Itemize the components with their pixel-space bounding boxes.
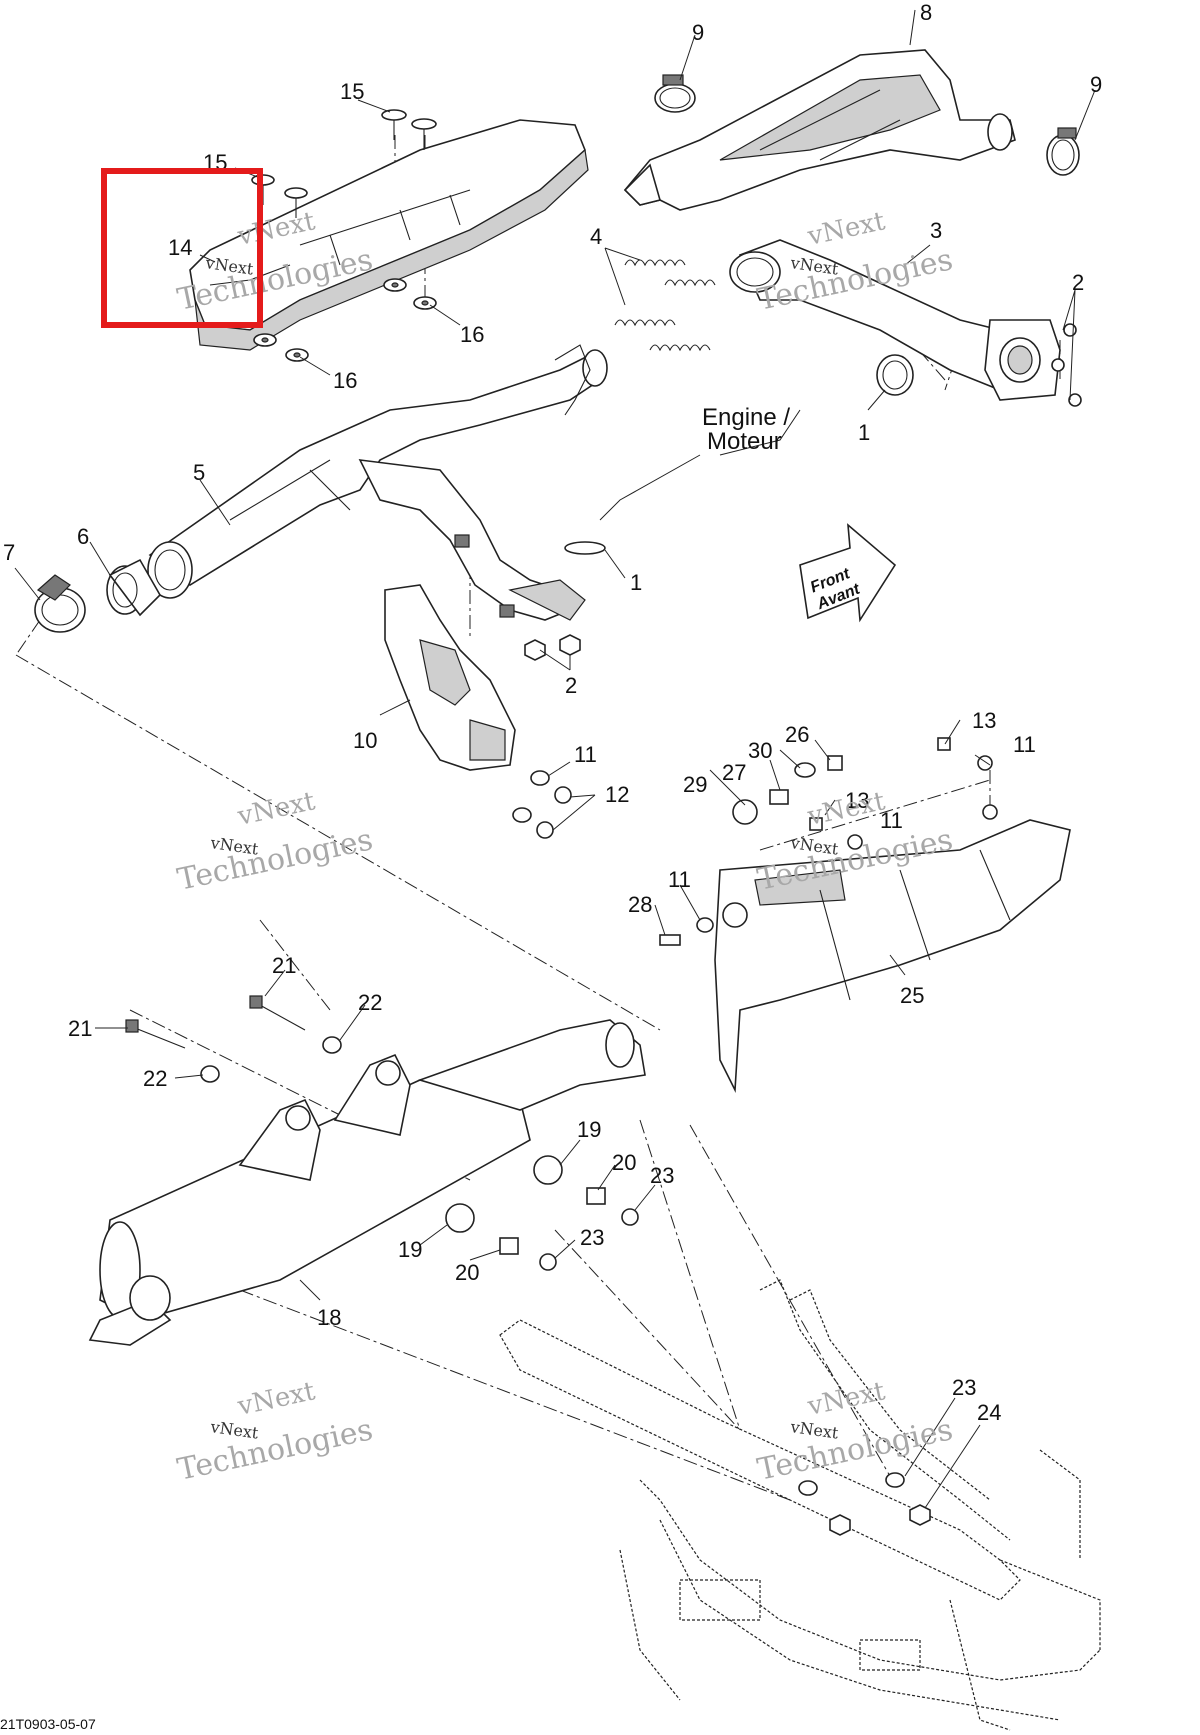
callout-26: 26 [785,722,809,747]
heat-shield-25 [714,804,1071,1094]
y-pipe-5 [147,349,608,621]
nuts-2-lower [524,634,581,661]
callout-30: 30 [748,738,772,763]
heat-shield-10 [384,584,516,771]
svg-text:vNext: vNext [804,1376,888,1422]
svg-text:Technologies: Technologies [174,1412,375,1488]
manifold-3 [729,239,1061,401]
svg-text:vNext: vNext [804,206,888,252]
muffler-18 [88,1019,646,1346]
svg-text:vNext: vNext [788,1417,840,1443]
callout-9-a: 9 [692,20,704,45]
callout-23-c: 23 [952,1375,976,1400]
front-arrow [799,523,897,623]
watermark-3: vNext Technologies [174,786,375,898]
callout-3: 3 [930,218,942,243]
leader-lines [14,9,1096,1509]
callout-20-b: 20 [455,1260,479,1285]
bolts-21-washers-22 [125,995,342,1083]
callout-20-a: 20 [612,1150,636,1175]
callout-22-a: 22 [358,990,382,1015]
callout-6: 6 [77,524,89,549]
callout-16-b: 16 [333,368,357,393]
svg-text:Technologies: Technologies [174,822,375,898]
callout-21-b: 21 [68,1016,92,1041]
callout-28: 28 [628,892,652,917]
bolt-15-b [411,118,437,150]
highlight-box-part-14 [101,168,263,328]
springs-4 [614,259,716,352]
bolt-15-a [381,109,407,140]
callout-22-b: 22 [143,1066,167,1091]
gasket-1-top [876,354,914,396]
grommets-19-20-23 [445,1155,639,1271]
callout-19-b: 19 [398,1237,422,1262]
callout-21-a: 21 [272,953,296,978]
watermark-small-text: vNext vNext vNext vNext vNext vNext [203,253,840,1443]
callout-2-top: 2 [1072,270,1084,295]
svg-text:Technologies: Technologies [754,1412,955,1488]
frame [499,1279,1101,1731]
watermark-6: vNext Technologies [754,1376,955,1488]
callout-11-a: 11 [574,742,597,767]
callout-5: 5 [193,460,205,485]
clamp-9-b [1046,127,1080,176]
gasket-1-lower [564,541,606,555]
callout-12: 12 [605,782,629,807]
clamp-9-a [654,74,696,113]
svg-text:vNext: vNext [234,1376,318,1422]
callout-1-top: 1 [858,420,870,445]
watermark-5: vNext Technologies [174,1376,375,1488]
callout-23-a: 23 [650,1163,674,1188]
svg-text:vNext: vNext [804,786,888,832]
callout-7: 7 [3,540,15,565]
svg-text:vNext: vNext [234,786,318,832]
clamp-7 [34,574,86,633]
callout-25: 25 [900,983,924,1008]
callout-27: 27 [722,760,746,785]
callout-13-b: 13 [845,788,869,813]
callout-15-a: 15 [340,79,364,104]
callout-23-b: 23 [580,1225,604,1250]
callout-19-a: 19 [577,1117,601,1142]
pipe-8 [623,49,1016,211]
callout-18: 18 [317,1305,341,1330]
callout-24: 24 [977,1400,1001,1425]
callout-29: 29 [683,772,707,797]
callout-11-d: 11 [668,867,691,892]
bolt-15-d [284,187,308,218]
callout-9-b: 9 [1090,72,1102,97]
callout-11-b: 11 [1013,732,1036,757]
bracket-clip-4 [554,344,591,416]
callout-8: 8 [920,0,932,25]
sleeve-6 [106,558,161,617]
svg-text:vNext: vNext [208,1417,260,1443]
nuts-2-top [1051,323,1082,407]
engine-label-line1: Engine / [702,404,790,431]
diagram-code: 21T0903-05-07 [0,1716,96,1732]
callout-10: 10 [353,728,377,753]
callout-2-lower: 2 [565,673,577,698]
callout-1-lower: 1 [630,570,642,595]
callout-13-a: 13 [972,708,996,733]
callout-11-c: 11 [880,808,903,833]
callout-14: 14 [168,235,192,260]
fasteners-26-30 [659,737,993,946]
washers-11-12-left [512,770,572,839]
nuts-23-24-frame [798,1472,931,1536]
callout-4: 4 [590,224,602,249]
callout-16-a: 16 [460,322,484,347]
engine-label-line2: Moteur [707,428,782,455]
